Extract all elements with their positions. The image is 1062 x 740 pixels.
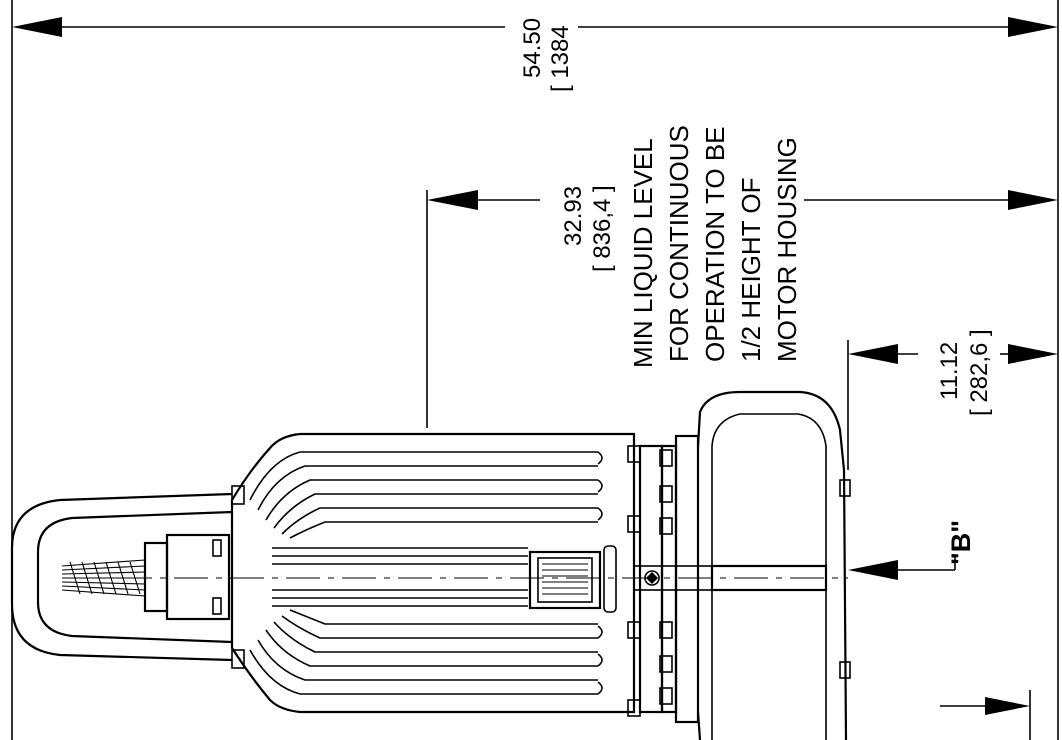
overall-arrow-left <box>12 17 62 37</box>
view-b-callout: "B" <box>848 520 976 580</box>
volute-flange-bolts <box>659 449 673 705</box>
bail-bolt-top <box>231 485 245 505</box>
note-line-2: FOR CONTINUOUS <box>664 125 694 362</box>
nameplate-tag <box>603 545 617 613</box>
liquid-level-metric: [ 836,4 ] <box>589 185 616 272</box>
bail-bolt-bottom <box>231 649 245 669</box>
overall-dimension: 54.50 [ 1384 <box>11 0 1058 740</box>
discharge-dimension: 11.12 [ 282,6 ] <box>847 329 1058 470</box>
bottom-right-arrow <box>985 697 1030 715</box>
cooling-fins-lower <box>249 609 603 695</box>
nameplate-inner <box>537 557 593 603</box>
overall-dimension-value: 54.50 <box>519 18 546 78</box>
motor-housing-outline <box>230 432 636 714</box>
note-line-4: 1/2 HEIGHT OF <box>736 178 766 362</box>
discharge-metric: [ 282,6 ] <box>966 329 993 416</box>
volute-flange <box>674 434 700 724</box>
discharge-bolt-top <box>839 479 851 497</box>
note-line-5: MOTOR HOUSING <box>772 137 802 362</box>
cable-entry-housing <box>165 533 231 621</box>
discharge-bolt-bottom <box>839 661 851 679</box>
bottom-right-dimension <box>940 690 1031 740</box>
volute-casing-lower <box>696 711 702 740</box>
volute-casing <box>696 390 848 740</box>
liquid-level-arrow-left <box>427 190 478 210</box>
lifting-bail-inner <box>36 510 233 644</box>
lifting-bail-outer <box>10 492 233 662</box>
cable-entry-cap <box>143 541 169 613</box>
volute-inner-curve <box>711 413 827 740</box>
overall-dimension-metric: [ 1384 <box>547 25 574 92</box>
nameplate <box>528 550 602 610</box>
note-line-1: MIN LIQUID LEVEL <box>628 138 658 368</box>
liquid-level-value: 32.93 <box>560 186 587 246</box>
discharge-arrow-right <box>1008 344 1058 364</box>
overall-arrow-right <box>1008 17 1058 37</box>
liquid-level-dimension: 32.93 [ 836,4 ] <box>426 185 1058 428</box>
liquid-level-note: MIN LIQUID LEVEL FOR CONTINUOUS OPERATIO… <box>628 125 802 368</box>
cooling-fins-upper <box>249 451 603 539</box>
liquid-level-arrow-right <box>1008 190 1058 210</box>
cable-entry-bolt-top <box>212 539 222 557</box>
discharge-value: 11.12 <box>936 342 963 400</box>
nameplate-lines <box>542 563 588 595</box>
view-b-arrow <box>848 560 898 580</box>
note-line-3: OPERATION TO BE <box>700 127 730 363</box>
pump-body <box>10 390 851 740</box>
cable-entry-bolt-bottom <box>212 597 222 615</box>
cooling-fins-center <box>272 547 528 607</box>
view-b-label: "B" <box>946 520 976 565</box>
discharge-arrow-left <box>848 344 898 364</box>
